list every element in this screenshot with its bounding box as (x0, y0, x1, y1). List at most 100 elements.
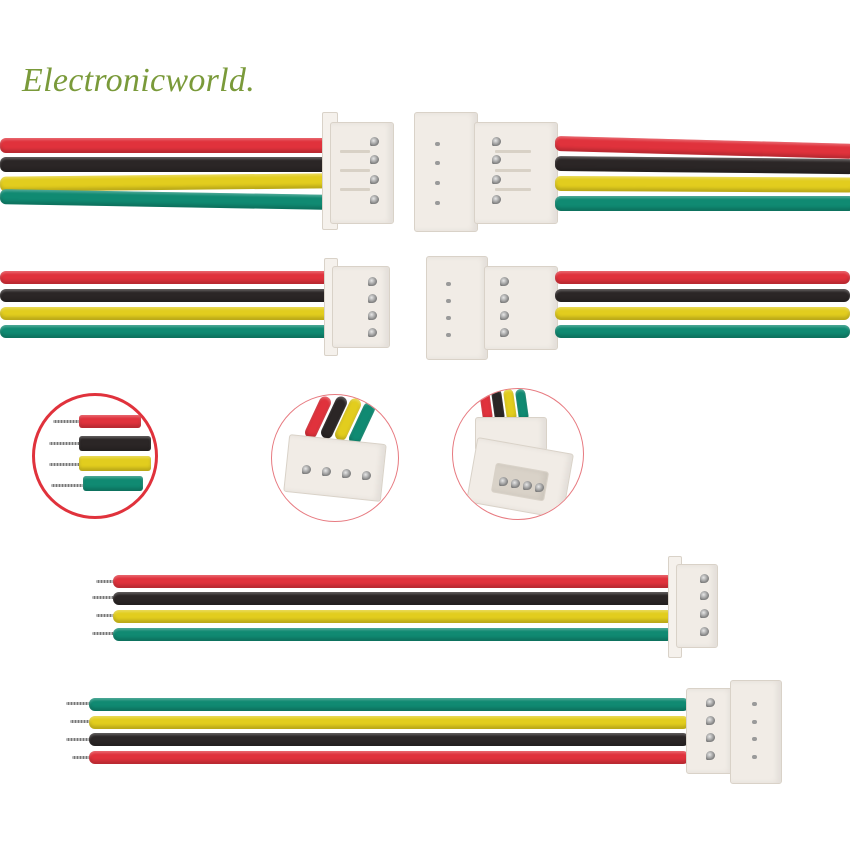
bare-strand (66, 738, 90, 741)
contact-pin (370, 155, 379, 164)
wire-yellow (113, 610, 673, 623)
male-header-front (414, 112, 478, 232)
contact-pin (370, 175, 379, 184)
pin-tip (446, 299, 451, 303)
bare-strand (70, 720, 92, 723)
wire-black (555, 289, 850, 302)
watermark-text: Electronicworld. (22, 62, 256, 99)
wire-green (89, 698, 689, 711)
wire-red (113, 575, 673, 588)
pin-tip (752, 737, 757, 741)
pin-tip (446, 333, 451, 337)
contact-pin (700, 627, 709, 636)
female-housing (283, 434, 387, 502)
bare-strand (66, 702, 90, 705)
contact-pin (492, 195, 501, 204)
contact-pin (706, 698, 715, 707)
contact-pin (700, 591, 709, 600)
bare-strand (96, 580, 114, 583)
pin-tip (435, 161, 440, 165)
wire-green (555, 325, 850, 338)
bare-strand (92, 632, 114, 635)
contact-pin (700, 609, 709, 618)
wire-yellow (79, 456, 151, 471)
pin-tip (752, 720, 757, 724)
pin-tip (435, 181, 440, 185)
wire-red (79, 415, 141, 428)
wire-black (0, 289, 330, 302)
pin-tip (752, 755, 757, 759)
contact-pin (368, 328, 377, 337)
contact-pin (500, 294, 509, 303)
contact-pin (370, 195, 379, 204)
wire-yellow (555, 307, 850, 320)
wire-green (0, 325, 330, 338)
pin-tip (752, 702, 757, 706)
housing-slot (340, 150, 370, 153)
contact-pin (535, 483, 544, 492)
contact-pin (370, 137, 379, 146)
housing-slot (495, 150, 531, 153)
contact-pin (706, 751, 715, 760)
wire-yellow (89, 716, 689, 729)
pin-tip (435, 142, 440, 146)
contact-pin (492, 137, 501, 146)
wire-black (113, 592, 673, 605)
female-housing (330, 122, 394, 224)
contact-pin (706, 716, 715, 725)
contact-pin (302, 465, 311, 474)
female-housing (332, 266, 390, 348)
contact-pin (368, 294, 377, 303)
detail-male-header-circle (452, 388, 584, 520)
bare-strand (72, 756, 92, 759)
contact-pin (368, 277, 377, 286)
wire-black (79, 436, 151, 451)
contact-pin (706, 733, 715, 742)
wire-red (555, 271, 850, 284)
contact-pin (322, 467, 331, 476)
male-header-front (426, 256, 488, 360)
housing-slot (495, 188, 531, 191)
bare-strand (49, 463, 81, 466)
housing-slot (495, 169, 531, 172)
contact-pin (500, 311, 509, 320)
housing-slot (340, 169, 370, 172)
female-housing (676, 564, 718, 648)
contact-pin (500, 328, 509, 337)
wire-green (555, 196, 850, 211)
male-housing (484, 266, 558, 350)
wire-black (0, 157, 330, 172)
contact-pin (492, 175, 501, 184)
wire-yellow (0, 307, 330, 320)
pin-tip (446, 316, 451, 320)
contact-pin (511, 479, 520, 488)
bare-strand (53, 420, 81, 423)
contact-pin (368, 311, 377, 320)
housing-slot (340, 188, 370, 191)
wire-green (113, 628, 673, 641)
bare-strand (92, 596, 114, 599)
wire-black (554, 156, 850, 175)
contact-pin (523, 481, 532, 490)
wire-red (89, 751, 689, 764)
male-housing (474, 122, 558, 224)
wire-black (89, 733, 689, 746)
contact-pin (499, 477, 508, 486)
contact-pin (492, 155, 501, 164)
male-header-front (730, 680, 782, 784)
pin-tip (446, 282, 451, 286)
wire-green (83, 476, 143, 491)
wire-red (0, 138, 330, 153)
contact-pin (362, 471, 371, 480)
detail-female-housing-circle (271, 394, 399, 522)
contact-pin (500, 277, 509, 286)
bare-strand (51, 484, 85, 487)
wire-green (0, 189, 331, 210)
pin-tip (435, 201, 440, 205)
wire-red (0, 271, 330, 284)
contact-pin (342, 469, 351, 478)
bare-strand (49, 442, 81, 445)
wire-yellow (0, 173, 331, 192)
contact-pin (700, 574, 709, 583)
wire-red (554, 136, 850, 159)
